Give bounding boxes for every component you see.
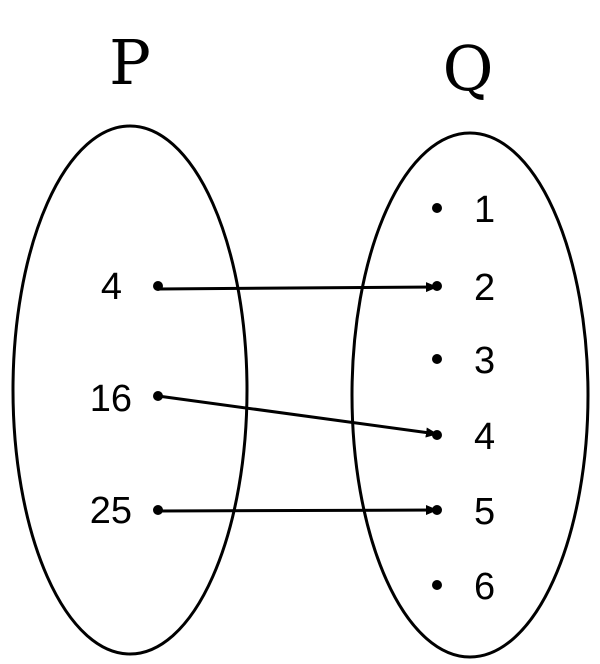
codomain-label: 3 xyxy=(474,340,495,382)
codomain-label: 6 xyxy=(474,566,495,608)
codomain-dot xyxy=(432,354,442,364)
set-q-ellipse xyxy=(350,131,590,659)
codomain-element: 1 xyxy=(432,189,495,231)
codomain-element: 3 xyxy=(432,340,495,382)
codomain-element: 5 xyxy=(432,491,495,533)
codomain-dot xyxy=(432,203,442,213)
set-title-p: P xyxy=(109,26,151,99)
codomain-element: 6 xyxy=(432,566,495,608)
codomain-dot xyxy=(432,580,442,590)
mapping-arrow-4-to-2 xyxy=(157,282,438,293)
domain-element: 25 xyxy=(90,490,163,532)
codomain-element: 2 xyxy=(432,267,495,309)
codomain-label: 5 xyxy=(474,491,495,533)
mapping-arrow-25-to-5 xyxy=(157,505,438,516)
domain-element: 4 xyxy=(101,266,163,308)
set-title-q: Q xyxy=(443,32,494,105)
set-p-ellipse xyxy=(11,124,249,656)
codomain-label: 2 xyxy=(474,267,495,309)
domain-label: 16 xyxy=(90,378,132,420)
codomain-label: 4 xyxy=(474,416,495,458)
domain-label: 25 xyxy=(90,490,132,532)
domain-label: 4 xyxy=(101,266,122,308)
domain-element: 16 xyxy=(90,378,163,420)
mapping-arrow-16-to-4 xyxy=(157,394,438,438)
codomain-element: 4 xyxy=(432,416,495,458)
codomain-label: 1 xyxy=(474,189,495,231)
